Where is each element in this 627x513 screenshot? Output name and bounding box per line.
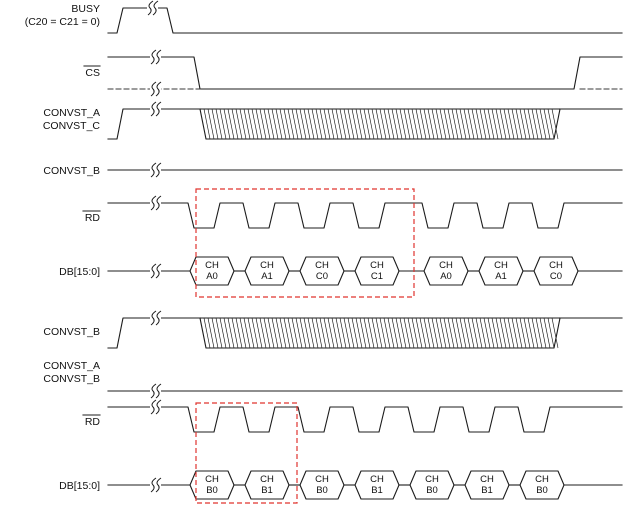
bus-cell-label: B1 <box>261 485 273 496</box>
signal-label-rd-1: RD <box>85 212 101 224</box>
bus-cell-label: C1 <box>371 271 383 282</box>
time-break-icon <box>150 101 162 117</box>
bus-cell-label: B0 <box>316 485 328 496</box>
bus-cell-label: CH <box>370 260 384 271</box>
signal-label-convst-a-b-idle: CONVST_A <box>43 360 100 372</box>
signal-label-convst-a-c: CONVST_C <box>43 120 101 132</box>
bus-cell-label: CH <box>205 260 219 271</box>
time-break-icon <box>150 310 162 326</box>
bus-cell-label: C0 <box>550 271 562 282</box>
bus-cell-label: A0 <box>440 271 452 282</box>
hatch-outline <box>199 317 561 349</box>
signal-label-cs: CS <box>85 67 100 79</box>
bus-cell-label: C0 <box>316 271 328 282</box>
bus-cell-label: A0 <box>206 271 218 282</box>
hatch-outline <box>199 108 561 140</box>
bus-cell-label: CH <box>535 474 549 485</box>
bus-cell-label: A1 <box>495 271 507 282</box>
signal-row-busy: BUSY(C20 = C21 = 0) <box>25 0 623 34</box>
highlight-box <box>195 402 298 504</box>
waveform-cs <box>107 56 623 90</box>
bus-cell-label: CH <box>205 474 219 485</box>
bus-cell-label: CH <box>480 474 494 485</box>
signal-row-rd-1: RD <box>82 195 623 229</box>
bus-cell-label: CH <box>260 474 274 485</box>
hatch-fill <box>203 317 559 349</box>
signal-label-convst-a-c: CONVST_A <box>43 107 100 119</box>
signal-row-convst-b-idle: CONVST_B <box>43 162 623 178</box>
bus-cell-label: CH <box>315 474 329 485</box>
signal-label-db-1: DB[15:0] <box>59 266 100 278</box>
waveform-rd-1 <box>107 202 623 229</box>
time-break-icon <box>150 263 162 279</box>
bus-cell-label: A1 <box>261 271 273 282</box>
bus-cell-label: CH <box>315 260 329 271</box>
time-break-icon <box>150 195 162 211</box>
signal-row-cs: CS <box>83 49 623 97</box>
bus-cell-label: CH <box>370 474 384 485</box>
bus-cell-label: B1 <box>481 485 493 496</box>
signal-label-busy: (C20 = C21 = 0) <box>25 16 100 28</box>
signal-row-rd-2: RD <box>82 399 623 433</box>
bus-cell-label: B1 <box>371 485 383 496</box>
time-break-icon <box>150 162 162 178</box>
time-break-icon <box>150 383 162 399</box>
signal-label-convst-a-b-idle: CONVST_B <box>43 373 100 385</box>
time-break-icon <box>150 49 162 65</box>
bus-cell-label: B0 <box>536 485 548 496</box>
bus-cell-label: B0 <box>426 485 438 496</box>
bus-cell-label: CH <box>439 260 453 271</box>
signal-label-rd-2: RD <box>85 416 101 428</box>
signal-label-busy: BUSY <box>71 3 100 15</box>
signal-label-convst-b-2: CONVST_B <box>43 326 100 338</box>
time-break-icon <box>150 477 162 493</box>
bus-cell-label: B0 <box>206 485 218 496</box>
bus-cell-label: CH <box>425 474 439 485</box>
time-break-icon <box>150 81 162 97</box>
signal-label-db-2: DB[15:0] <box>59 480 100 492</box>
time-break-icon <box>150 399 162 415</box>
bus-cell-label: CH <box>260 260 274 271</box>
waveform-convst-a-c <box>107 108 623 140</box>
highlight-box <box>195 188 415 298</box>
waveform-busy <box>107 7 623 34</box>
bus-cell-label: CH <box>549 260 563 271</box>
signal-label-convst-b-idle: CONVST_B <box>43 165 100 177</box>
time-break-icon <box>147 0 159 16</box>
signal-row-convst-b-2: CONVST_B <box>43 310 623 349</box>
bus-cell-label: CH <box>494 260 508 271</box>
waveform-rd-2 <box>107 406 623 433</box>
hatch-fill <box>203 108 559 140</box>
waveform-convst-b-2 <box>107 317 623 349</box>
